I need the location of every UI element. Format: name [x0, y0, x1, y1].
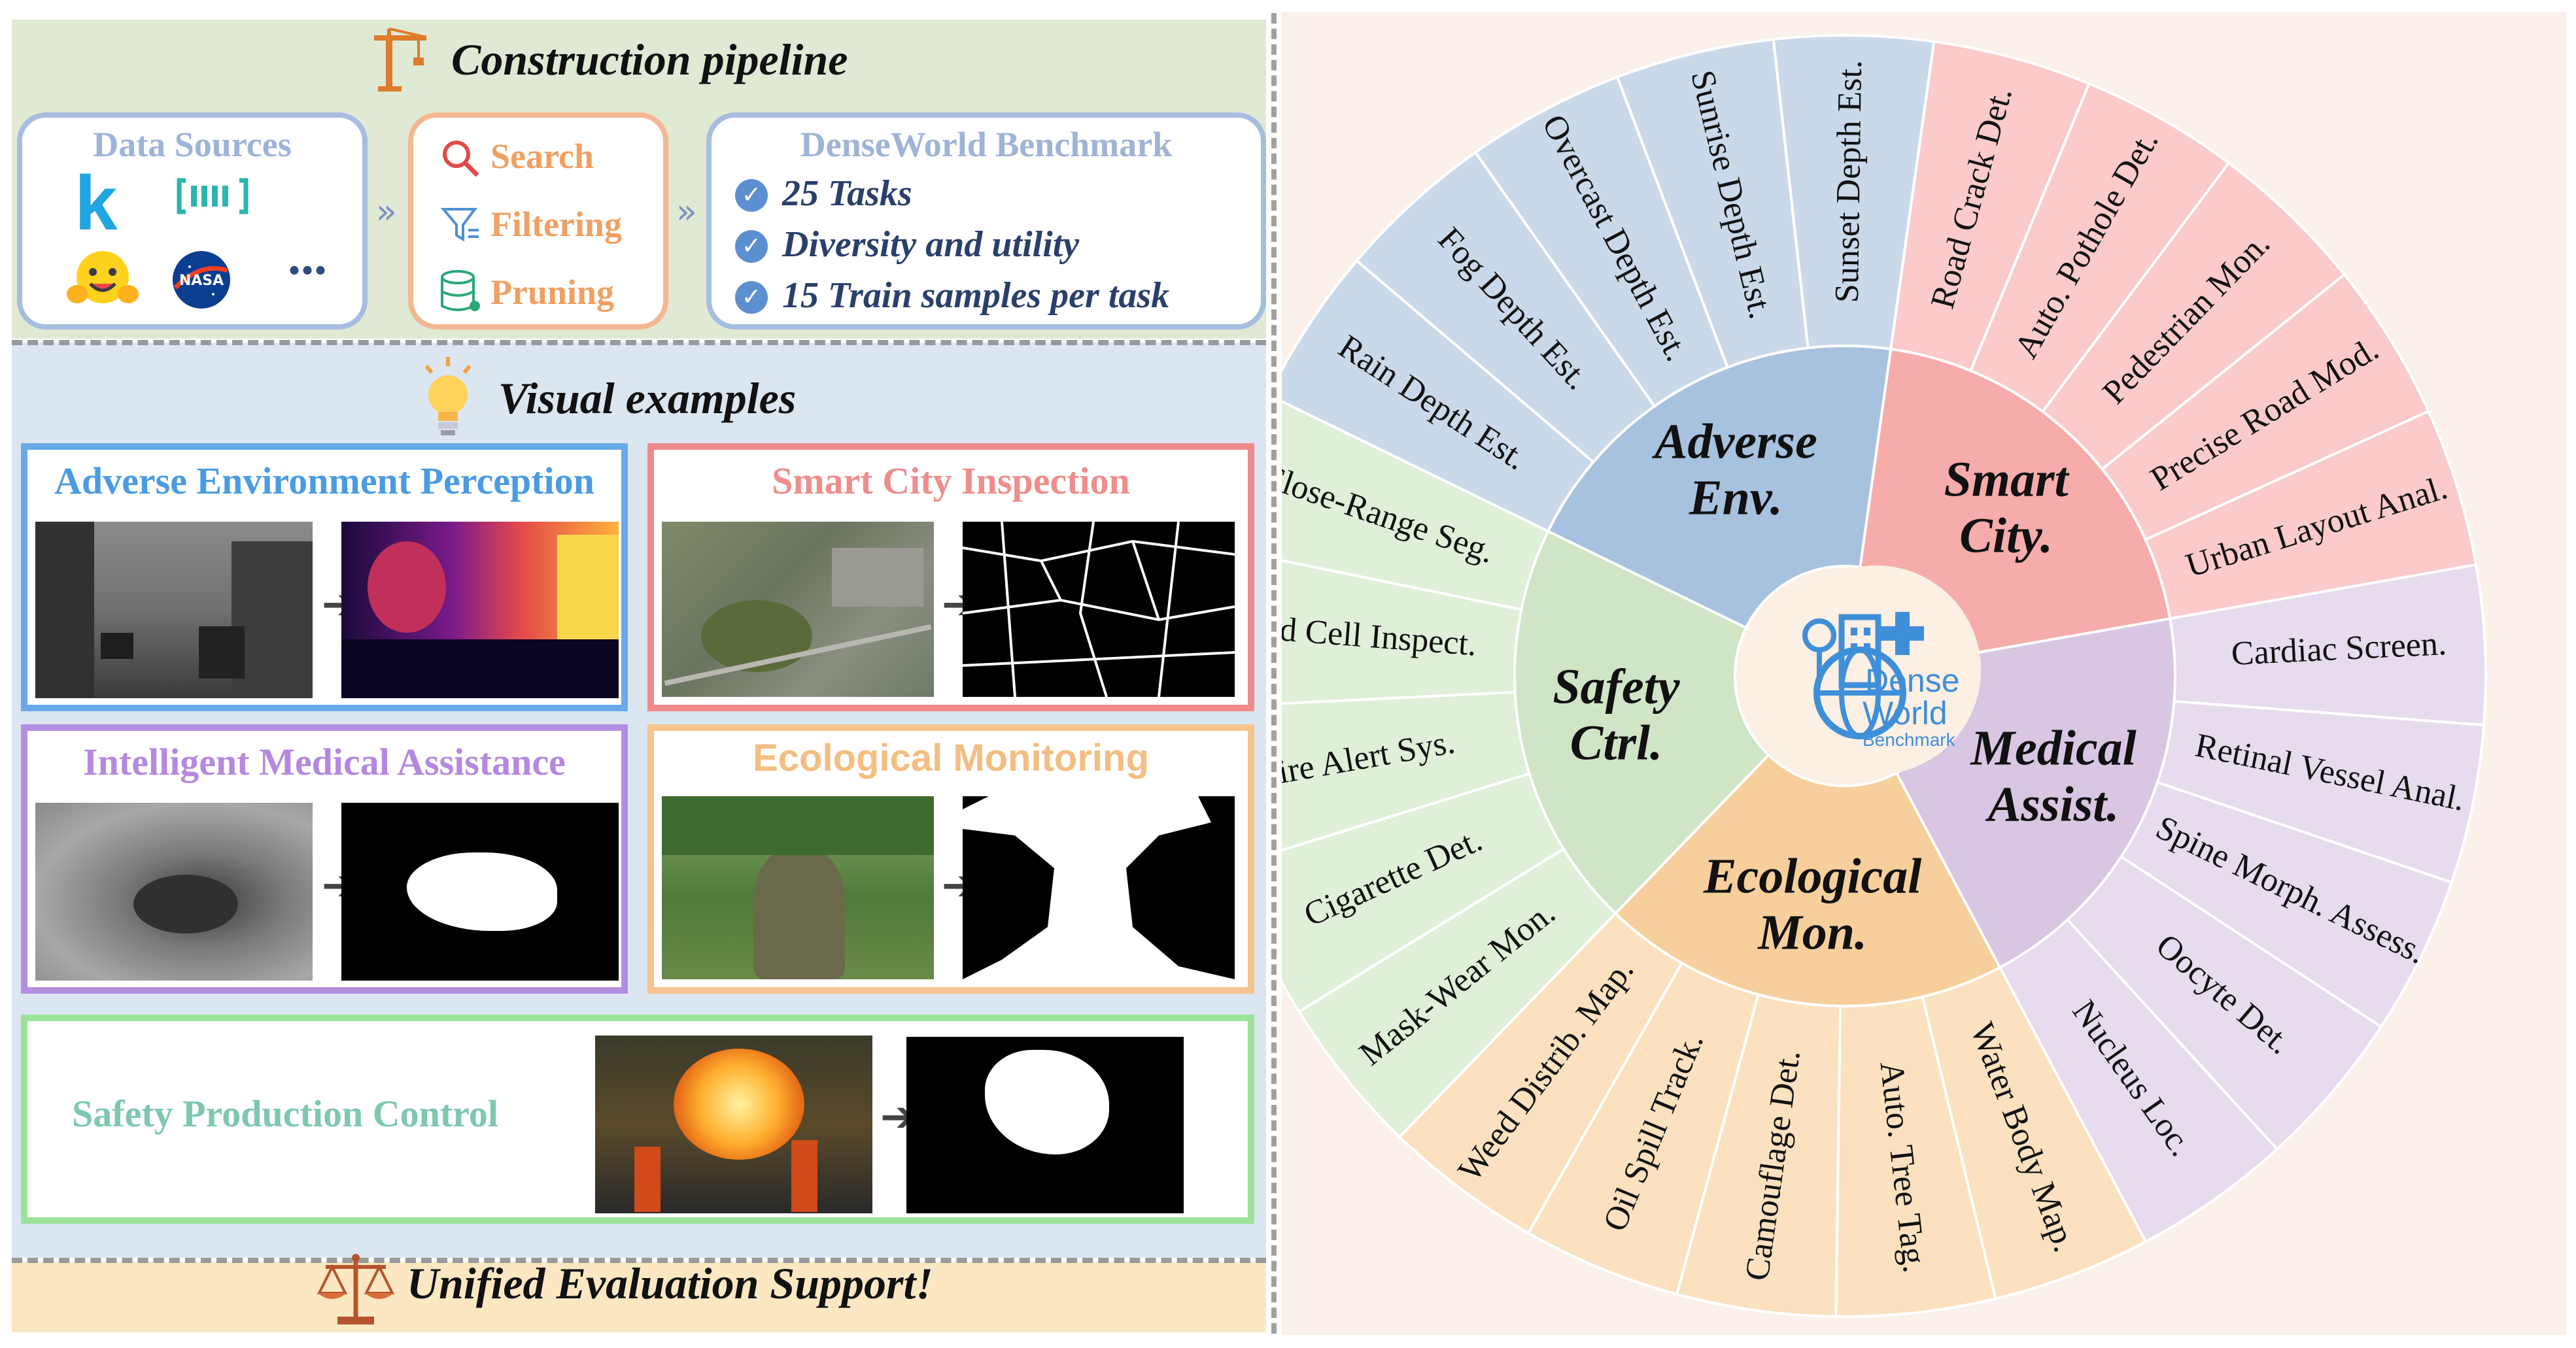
benchmark-item: 15 Train samples per task — [782, 275, 1170, 316]
benchmark-title: DenseWorld Benchmark — [800, 125, 1173, 164]
card-ecological: Ecological Monitoring ➔ — [647, 724, 1254, 994]
chevron-icon: » — [676, 192, 697, 231]
fire-mask-image — [906, 1037, 1184, 1213]
foggy-street-image — [35, 522, 313, 698]
more-sources-ellipsis: ... — [288, 228, 327, 286]
check-icon: ✓ — [735, 179, 768, 212]
tree-image — [662, 796, 934, 979]
chevron-icon: » — [376, 192, 397, 231]
footer-title: Unified Evaluation Support! — [407, 1258, 933, 1308]
depth-map-image — [341, 522, 619, 698]
nasa-icon: NASA — [170, 248, 233, 311]
card-smart-title: Smart City Inspection — [772, 460, 1130, 502]
aerial-city-image — [662, 522, 934, 697]
data-sources-title: Data Sources — [93, 125, 292, 164]
fire-scene-image — [595, 1036, 872, 1213]
task-sector — [1282, 771, 1566, 1014]
tree-mask-image — [963, 796, 1235, 979]
lightbulb-icon — [419, 357, 477, 438]
crane-icon — [371, 27, 430, 93]
task-sector — [1282, 690, 1532, 852]
logo-subtitle: Benchmark — [1863, 730, 1955, 750]
cardiac-mask-image — [341, 803, 619, 981]
denseworld-logo — [1768, 562, 1984, 778]
step-search: Search — [490, 137, 594, 176]
task-wheel: Rain Depth Est.Fog Depth Est.Overcast De… — [1282, 34, 2487, 1318]
benchmark-item: Diversity and utility — [782, 224, 1080, 265]
section-divider-bottom — [12, 1258, 1266, 1263]
road-mask-image — [963, 522, 1235, 697]
footer-band — [12, 1262, 1266, 1332]
visual-title: Visual examples — [498, 373, 797, 423]
check-icon: ✓ — [735, 230, 768, 263]
search-icon — [439, 137, 481, 179]
card-medical-title: Intelligent Medical Assistance — [83, 741, 566, 783]
task-sector — [1282, 559, 1523, 705]
check-icon: ✓ — [735, 281, 768, 314]
card-safety: Safety Production Control ➔ — [21, 1015, 1254, 1224]
step-pruning: Pruning — [490, 273, 615, 312]
pipeline-title: Construction pipeline — [451, 35, 848, 84]
filter-icon — [439, 204, 481, 246]
kaggle-icon: k — [75, 160, 118, 246]
dataset-icon — [177, 177, 249, 216]
logo-title-dense: Dense — [1865, 662, 1960, 699]
card-adverse: Adverse Environment Perception ➔ — [21, 443, 628, 711]
card-safety-title: Safety Production Control — [72, 1092, 498, 1135]
data-sources-box: Data Sources k NASA ... — [17, 112, 368, 329]
pipeline-steps-box: Search Filtering Pruning — [408, 112, 668, 329]
card-adverse-title: Adverse Environment Perception — [54, 460, 594, 502]
card-eco-title: Ecological Monitoring — [753, 737, 1149, 779]
benchmark-box: DenseWorld Benchmark ✓ 25 Tasks ✓ Divers… — [706, 112, 1266, 329]
section-divider-top — [12, 340, 1266, 345]
scales-icon — [317, 1251, 395, 1330]
task-label: Sunset Depth Est. — [1829, 60, 1869, 303]
card-smart-city: Smart City Inspection ➔ — [647, 443, 1254, 711]
step-filtering: Filtering — [490, 205, 622, 244]
ultrasound-image — [35, 803, 313, 981]
card-medical: Intelligent Medical Assistance ➔ — [21, 724, 628, 994]
svg-text:NASA: NASA — [179, 273, 224, 289]
hugging-face-icon — [67, 247, 139, 310]
panel-vertical-divider — [1271, 13, 1277, 1334]
task-sector — [1282, 399, 1550, 611]
database-icon — [439, 269, 481, 315]
benchmark-item: 25 Tasks — [782, 173, 912, 214]
logo-title-world: World — [1863, 695, 1948, 732]
